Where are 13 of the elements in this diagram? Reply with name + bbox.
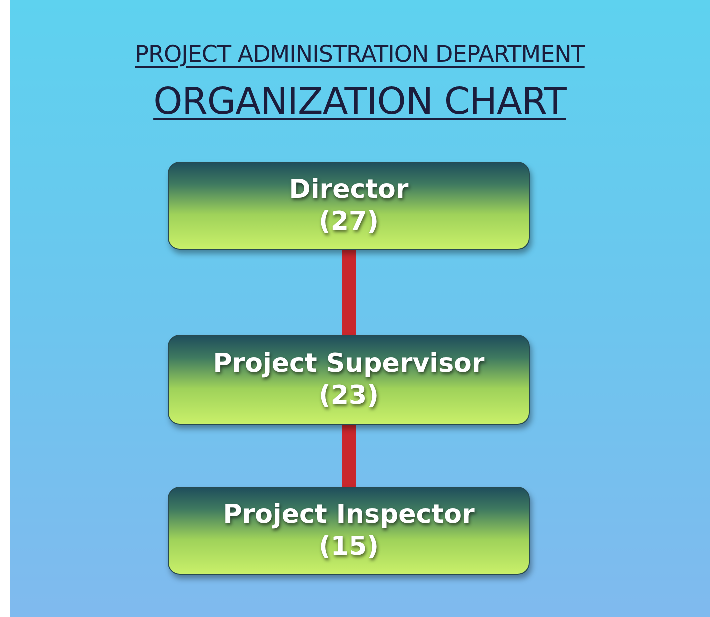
position-title: Director: [289, 174, 409, 206]
position-title: Project Inspector: [223, 498, 475, 531]
staff-count: (15): [319, 531, 379, 564]
connector-line: [342, 250, 356, 335]
connector-line: [342, 425, 356, 487]
title: PROJECT ADMINISTRATION DEPARTMENT: [135, 42, 585, 68]
position-box: [168, 487, 530, 575]
position-box: [168, 335, 530, 425]
staff-count: (27): [319, 206, 379, 238]
position-title: Project Supervisor: [213, 348, 485, 380]
position-box: [168, 162, 530, 250]
staff-count: (23): [319, 380, 379, 412]
chart-heading: ORGANIZATION CHART: [154, 80, 566, 123]
